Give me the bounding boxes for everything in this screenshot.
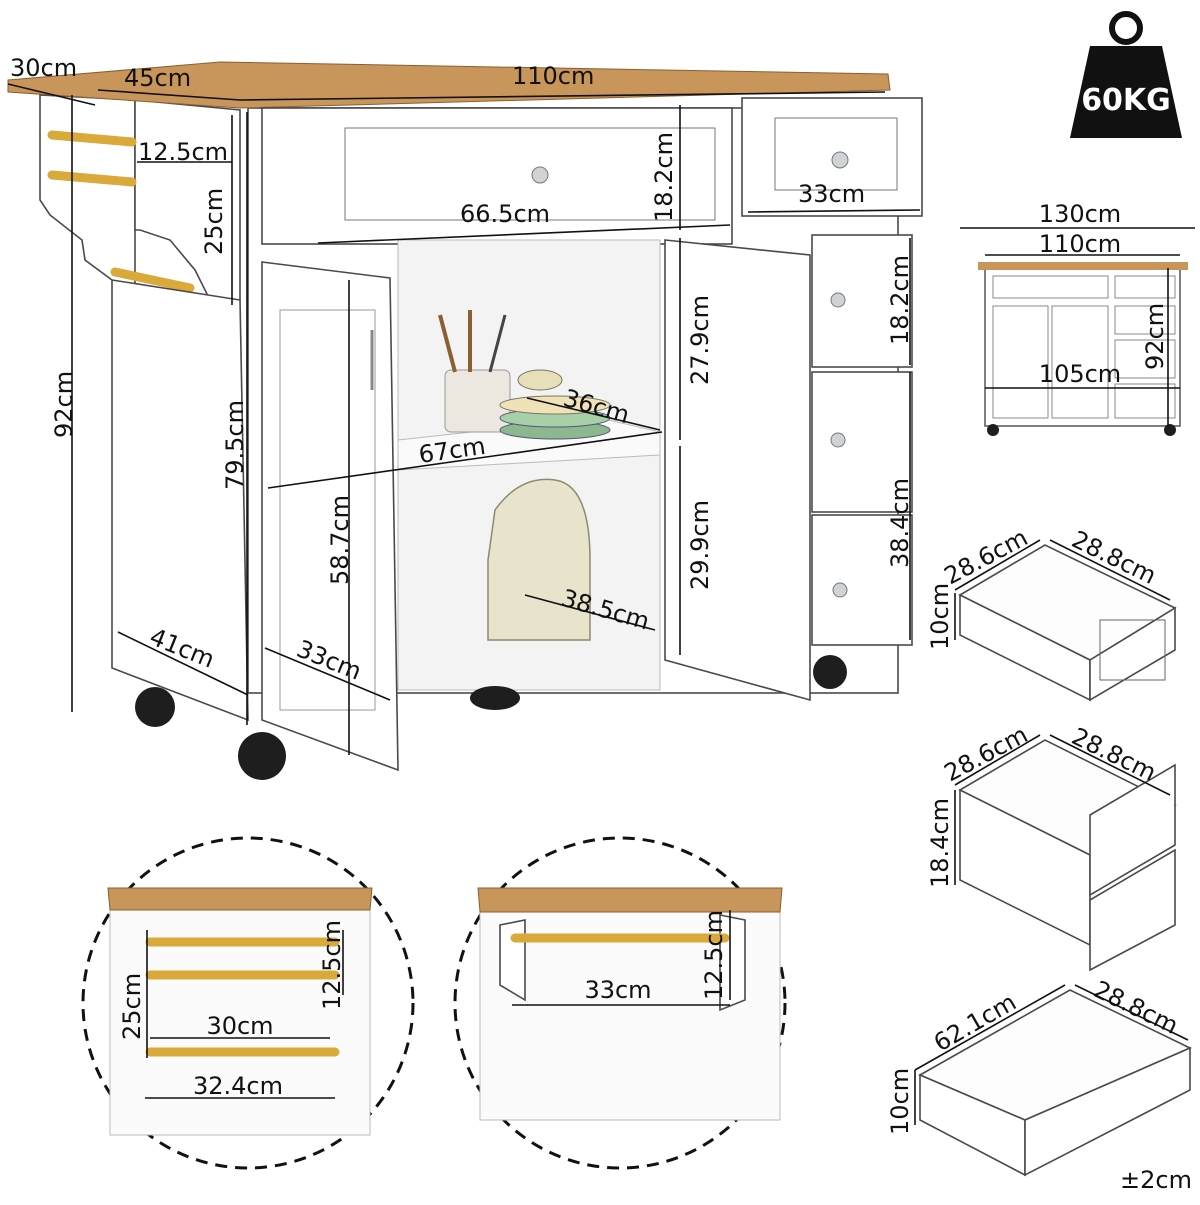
wooden-worktop (7, 61, 891, 109)
wide-drawer-diagram: 62.1cm 28.8cm 10cm (886, 975, 1192, 1177)
caster-wheel-icon (238, 732, 286, 780)
left-door-panel (279, 309, 376, 711)
weight-icon: 60KG (1070, 11, 1182, 138)
towel-bar-middle (47, 170, 137, 187)
detail-circle-left: 25cm 12.5cm 30cm 32.4cm (81, 836, 415, 1170)
detail-left-height-12-5cm: 12.5cm (318, 920, 346, 1010)
kettle (487, 478, 591, 641)
dim-12-5cm: 12.5cm (138, 138, 228, 166)
front-width-110cm: 110cm (1039, 230, 1121, 258)
right-drawer-1 (811, 234, 913, 368)
towel-bar-bottom (110, 267, 195, 293)
dim-66-5cm: 66.5cm (460, 200, 550, 228)
utensil-holder (444, 369, 511, 433)
dim-45cm: 45cm (124, 64, 191, 92)
dim-58-7cm: 58.7cm (326, 495, 354, 585)
main-cabinet-illustration (7, 61, 923, 780)
detail-left-width-30cm: 30cm (206, 1012, 273, 1040)
knob-icon (531, 166, 549, 184)
side-rack-panel (39, 94, 136, 297)
knob-icon (831, 151, 849, 169)
knob-icon (832, 582, 848, 598)
detail-right-width-33cm: 33cm (584, 976, 651, 1004)
left-door (261, 261, 399, 772)
top-drawer-large (261, 107, 733, 245)
detail-left-height-25cm: 25cm (118, 973, 146, 1040)
side-rack-panel-inner (134, 99, 241, 301)
dim-29-9cm: 29.9cm (686, 500, 714, 590)
front-height-92cm: 92cm (1141, 303, 1169, 370)
right-drawer-3 (811, 514, 913, 646)
detail-circle-right: 33cm 12.5cm (453, 836, 787, 1170)
top-drawer-large-panel (344, 127, 716, 221)
dim-92cm: 92cm (50, 371, 78, 438)
caster-wheel-icon (813, 655, 847, 689)
main-dimension-lines (7, 83, 921, 755)
detail-right-height-12-5cm: 12.5cm (700, 910, 728, 1000)
weight-label: 60KG (1081, 83, 1171, 118)
wide-drawer-height: 10cm (886, 1068, 914, 1135)
small-drawer-height: 10cm (926, 583, 954, 650)
utensil (488, 314, 507, 373)
dim-30cm: 30cm (10, 54, 77, 82)
deep-drawer-height: 18.4cm (926, 798, 954, 888)
knob-icon (830, 292, 846, 308)
dim-27-9cm: 27.9cm (686, 295, 714, 385)
detail-left-width-32-4cm: 32.4cm (193, 1072, 283, 1100)
front-width-130cm: 130cm (1039, 200, 1121, 228)
small-drawer-diagram: 28.6cm 28.8cm 10cm (926, 523, 1177, 702)
dim-25cm: 25cm (200, 188, 228, 255)
cabinet-left-side (111, 279, 249, 722)
bowl (517, 369, 563, 391)
right-door (664, 239, 811, 702)
dim-18-2cm-right: 18.2cm (886, 255, 914, 345)
knob-icon (830, 432, 846, 448)
utensil (438, 314, 457, 373)
tolerance-note: ±2cm (1120, 1166, 1192, 1194)
dim-79-5cm: 79.5cm (221, 400, 249, 490)
dim-110cm: 110cm (512, 62, 594, 90)
dim-33cm-drawer: 33cm (798, 180, 865, 208)
dim-38-4cm: 38.4cm (886, 478, 914, 568)
towel-bar-top (47, 130, 137, 147)
caster-wheel-icon (135, 687, 175, 727)
caster-wheel-icon (470, 686, 520, 710)
right-drawer-2 (811, 371, 913, 513)
front-view-illustration: 130cm 110cm 105cm 92cm (960, 200, 1195, 436)
deep-drawer-diagram: 28.6cm 28.8cm 18.4cm (926, 720, 1177, 972)
top-drawer-small-panel (774, 117, 898, 191)
dim-18-2cm-top: 18.2cm (650, 132, 678, 222)
front-width-105cm: 105cm (1039, 360, 1121, 388)
